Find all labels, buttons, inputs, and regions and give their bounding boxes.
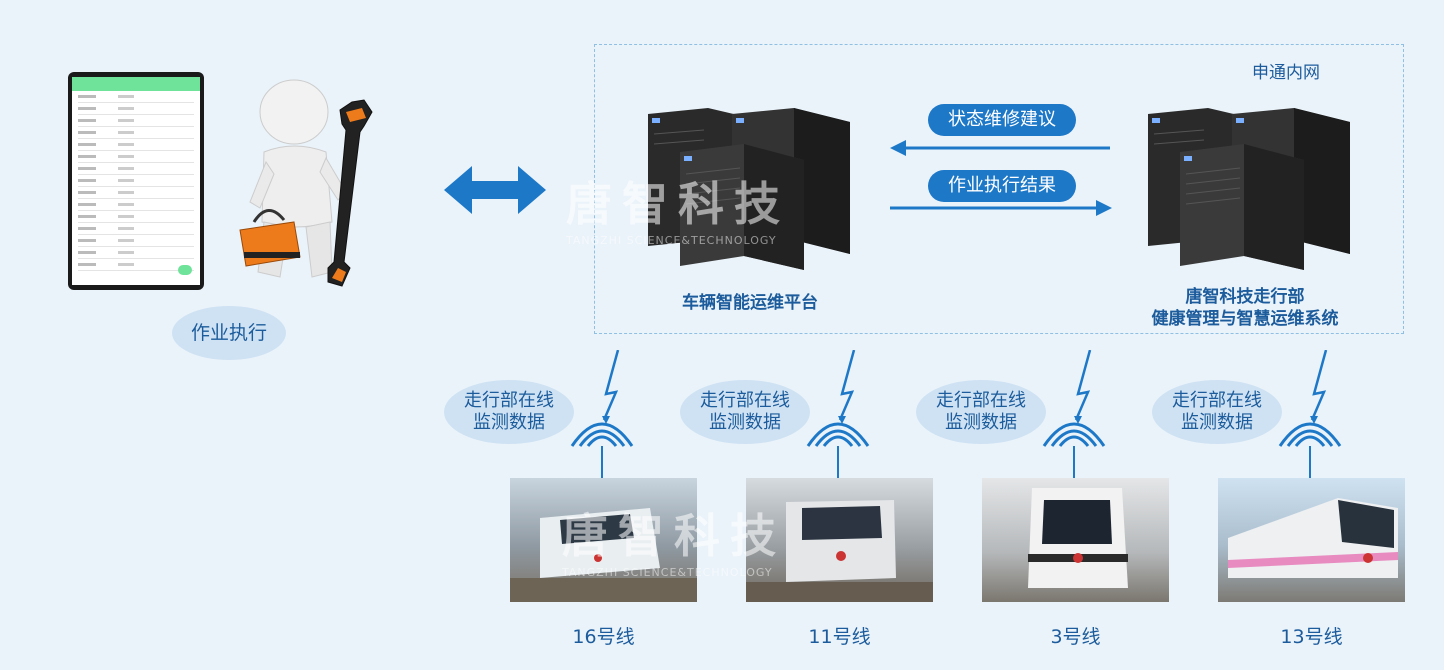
arrow-left-icon [890,140,1110,156]
watermark-text: 唐智科技 [562,509,786,563]
wireless-signal-icon [570,350,634,478]
bubble-line1: 走行部在线 [700,390,790,411]
platform-caption: 车辆智能运维平台 [682,293,818,313]
worker-figure [239,79,373,287]
server-cluster-right [1148,108,1350,270]
mobile-app-screenshot [68,72,204,290]
intranet-label: 申通内网 [1252,63,1320,83]
double-arrow-icon [444,166,546,214]
monitoring-bubble: 走行部在线 监测数据 [916,380,1046,444]
intranet-boundary [594,44,1404,334]
server-cluster-left [648,108,850,270]
train-photo-13 [1218,478,1405,602]
train-photo-11 [746,478,933,602]
bubble-line1: 走行部在线 [1172,390,1262,411]
bubble-line2: 监测数据 [473,412,545,433]
monitoring-bubble: 走行部在线 监测数据 [444,380,574,444]
watermark-sub: TANGZHI SCIENCE&TECHNOLOGY [562,566,773,579]
train-photo-16 [510,478,697,602]
execution-label: 作业执行 [190,322,267,344]
line-name: 16号线 [572,626,635,648]
bubble-line2: 监测数据 [709,412,781,433]
arrow-right-icon [890,200,1112,216]
train-photo-3 [982,478,1169,602]
system-caption-line2: 健康管理与智慧运维系统 [1151,309,1339,329]
watermark-top: 唐智科技 TANGZHI SCIENCE&TECHNOLOGY [566,168,790,247]
system-caption-line1: 唐智科技走行部 [1185,287,1305,307]
maintenance-advice-tag: 状态维修建议 [928,104,1076,136]
line-name: 13号线 [1280,626,1343,648]
system-caption: 唐智科技走行部 健康管理与智慧运维系统 [1110,286,1380,330]
watermark-sub: TANGZHI SCIENCE&TECHNOLOGY [566,234,777,247]
execution-result-tag: 作业执行结果 [928,170,1076,202]
bubble-line1: 走行部在线 [936,390,1026,411]
line-name: 3号线 [1050,626,1101,648]
wireless-signal-icon [806,350,870,478]
bubble-line1: 走行部在线 [464,390,554,411]
bubble-line2: 监测数据 [945,412,1017,433]
execution-bubble: 作业执行 [172,306,286,360]
wireless-signal-icon [1042,350,1106,478]
monitoring-bubble: 走行部在线 监测数据 [680,380,810,444]
bubble-line2: 监测数据 [1181,412,1253,433]
line-name: 11号线 [808,626,871,648]
monitoring-bubble: 走行部在线 监测数据 [1152,380,1282,444]
watermark-bottom: 唐智科技 TANGZHI SCIENCE&TECHNOLOGY [562,500,786,579]
watermark-text: 唐智科技 [566,177,790,231]
wireless-signal-icon [1278,350,1342,478]
